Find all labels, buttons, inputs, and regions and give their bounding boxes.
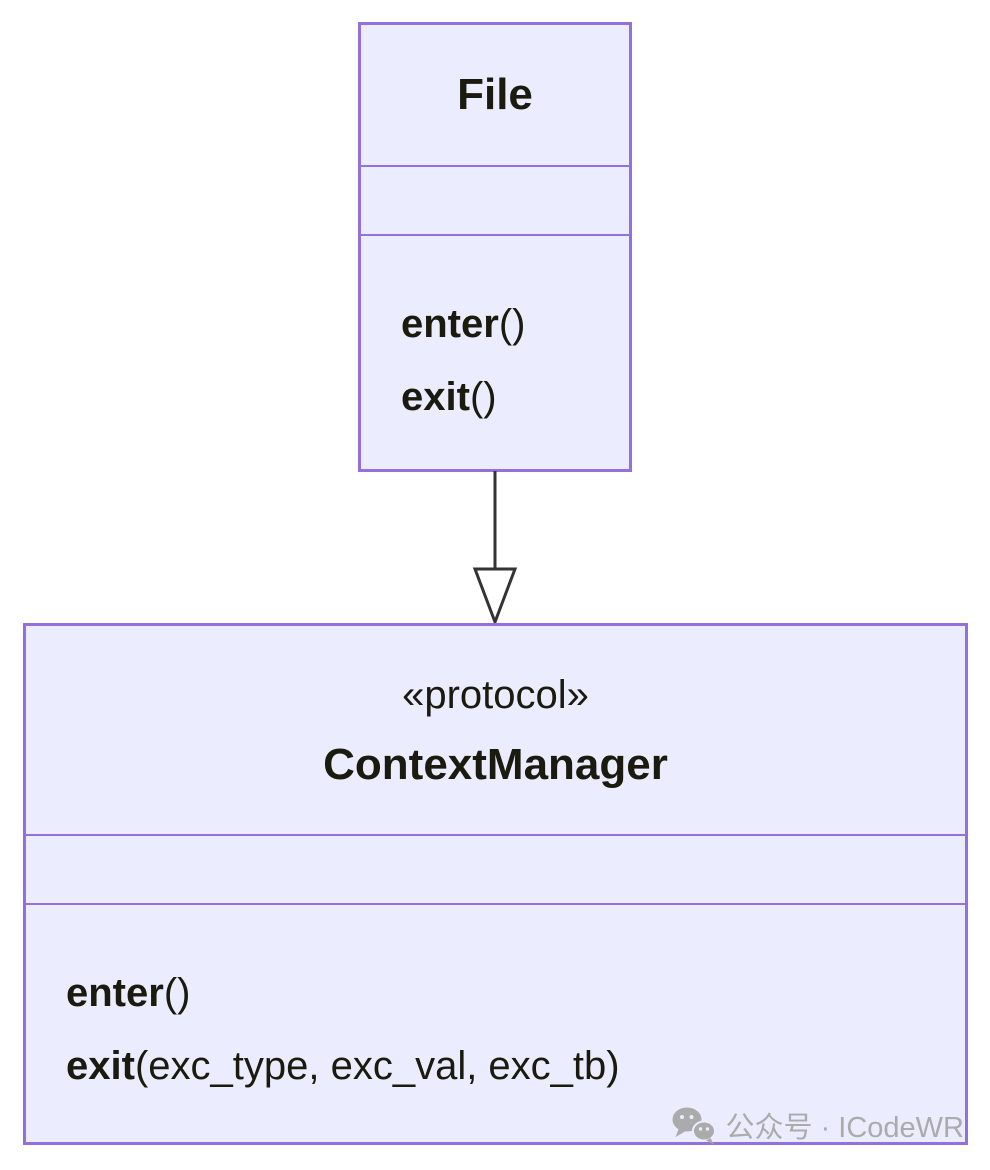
method-enter: enter() [401, 288, 629, 361]
watermark: 公众号 · ICodeWR [670, 1104, 964, 1146]
method-exit: exit() [401, 361, 629, 434]
class-attributes-file [361, 167, 629, 236]
method-name: enter [66, 971, 164, 1015]
class-box-contextmanager: «protocol» ContextManager enter() exit(e… [23, 623, 968, 1145]
watermark-text: 公众号 · ICodeWR [725, 1112, 964, 1144]
class-methods-file: enter() exit() [361, 236, 629, 469]
class-methods-contextmanager: enter() exit(exc_type, exc_val, exc_tb) [26, 905, 965, 1142]
method-name: enter [401, 302, 499, 346]
method-signature: () [498, 302, 526, 346]
class-box-file: File enter() exit() [358, 22, 632, 472]
class-name-file: File [457, 70, 533, 119]
class-attributes-contextmanager [26, 836, 965, 905]
class-header-file: File [361, 25, 629, 167]
method-signature: () [163, 971, 191, 1015]
wechat-icon [672, 1107, 716, 1144]
realization-arrow-icon [472, 471, 518, 624]
class-header-contextmanager: «protocol» ContextManager [26, 626, 965, 836]
stereotype-label: «protocol» [402, 672, 589, 717]
method-name: exit [401, 375, 470, 419]
method-signature: () [469, 375, 497, 419]
method-signature: (exc_type, exc_val, exc_tb) [134, 1044, 620, 1088]
class-name-contextmanager: ContextManager [323, 740, 668, 789]
method-exit: exit(exc_type, exc_val, exc_tb) [66, 1030, 965, 1103]
method-name: exit [66, 1044, 135, 1088]
method-enter: enter() [66, 957, 965, 1030]
